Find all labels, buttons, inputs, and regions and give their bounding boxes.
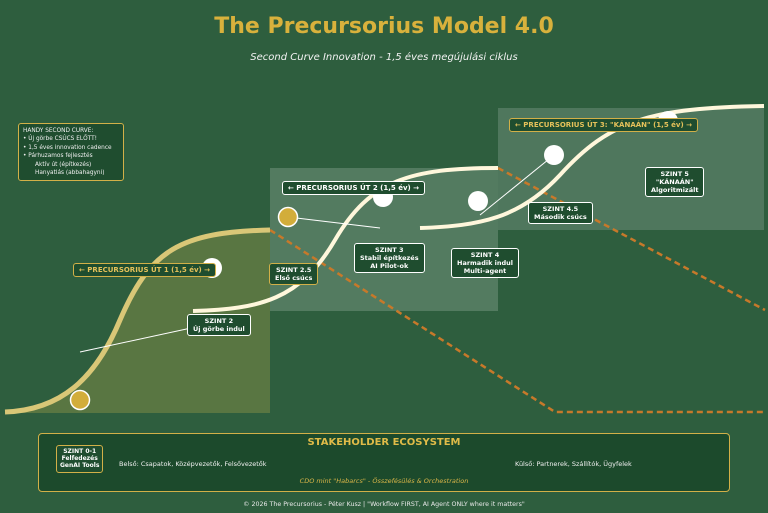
pointer-line-szint45 <box>479 154 555 216</box>
curve-1 <box>4 227 271 415</box>
milestone-dot-gold-mid <box>277 206 299 228</box>
ecosystem-external: Külső: Partnerek, Szállítók, Ügyfelek <box>515 460 632 468</box>
path-label-ut3: ← PRECURSORIUS ÚT 3: "KÁNAÁN" (1,5 év) → <box>509 118 698 132</box>
path-label-ut2: ← PRECURSORIUS ÚT 2 (1,5 év) → <box>282 181 426 195</box>
level-box-szint5: SZINT 5 "KÁNAÁN" Algoritmizált <box>645 167 705 198</box>
pointer-line-szint2 <box>79 324 206 353</box>
legend-item: • 1,5 éves innovation cadence <box>23 144 112 151</box>
level-box-szint45: SZINT 4.5 Második csúcs <box>528 202 593 225</box>
level-box-szint3: SZINT 3 Stabil építkezés AI Pilot-ok <box>354 243 425 274</box>
legend-item-decline: Hanyatlás (abbahagyni) <box>35 169 105 176</box>
legend-item-active: Aktív út (építkezés) <box>35 161 92 168</box>
milestone-dot-szint45 <box>544 145 564 165</box>
level-box-szint2: SZINT 2 Új görbe indul <box>187 314 251 337</box>
ecosystem-cdo: CDO mint "Habarcs" - Összefésülés & Orch… <box>299 477 469 485</box>
legend-box: HANDY SECOND CURVE: • Új görbe CSÚCS ELŐ… <box>18 123 124 182</box>
level-box-szint4: SZINT 4 Harmadik indul Multi-agent <box>451 248 520 279</box>
legend-item: • Párhuzamos fejlesztés <box>23 153 93 160</box>
ecosystem-title: STAKEHOLDER ECOSYSTEM <box>307 437 461 448</box>
curve-3 <box>419 104 765 230</box>
milestone-dot-szint4 <box>468 191 488 211</box>
legend-heading: HANDY SECOND CURVE: <box>23 128 94 134</box>
ecosystem-internal: Belső: Csapatok, Középvezetők, Felsőveze… <box>119 460 267 468</box>
legend-item: • Új görbe CSÚCS ELŐTT! <box>23 136 97 143</box>
path-label-ut1: ← PRECURSORIUS ÚT 1 (1,5 év) → <box>73 263 217 277</box>
curve-2 <box>192 166 499 313</box>
level-box-szint25: SZINT 2.5 Első csúcs <box>269 263 319 286</box>
page-subtitle: Second Curve Innovation - 1,5 éves megúj… <box>250 52 518 63</box>
level-box-szint01: SZINT 0-1 Felfedezés GenAI Tools <box>56 445 104 473</box>
pointer-line-szint3 <box>287 216 381 229</box>
footer-copyright: © 2026 The Precursorius - Péter Kusz | "… <box>243 501 525 508</box>
milestone-dot-gold-start <box>69 389 91 411</box>
decline-line-1 <box>269 228 765 414</box>
stakeholder-ecosystem-panel: STAKEHOLDER ECOSYSTEM SZINT 0-1 Felfedez… <box>38 433 730 492</box>
page-title: The Precursorius Model 4.0 <box>214 14 554 39</box>
